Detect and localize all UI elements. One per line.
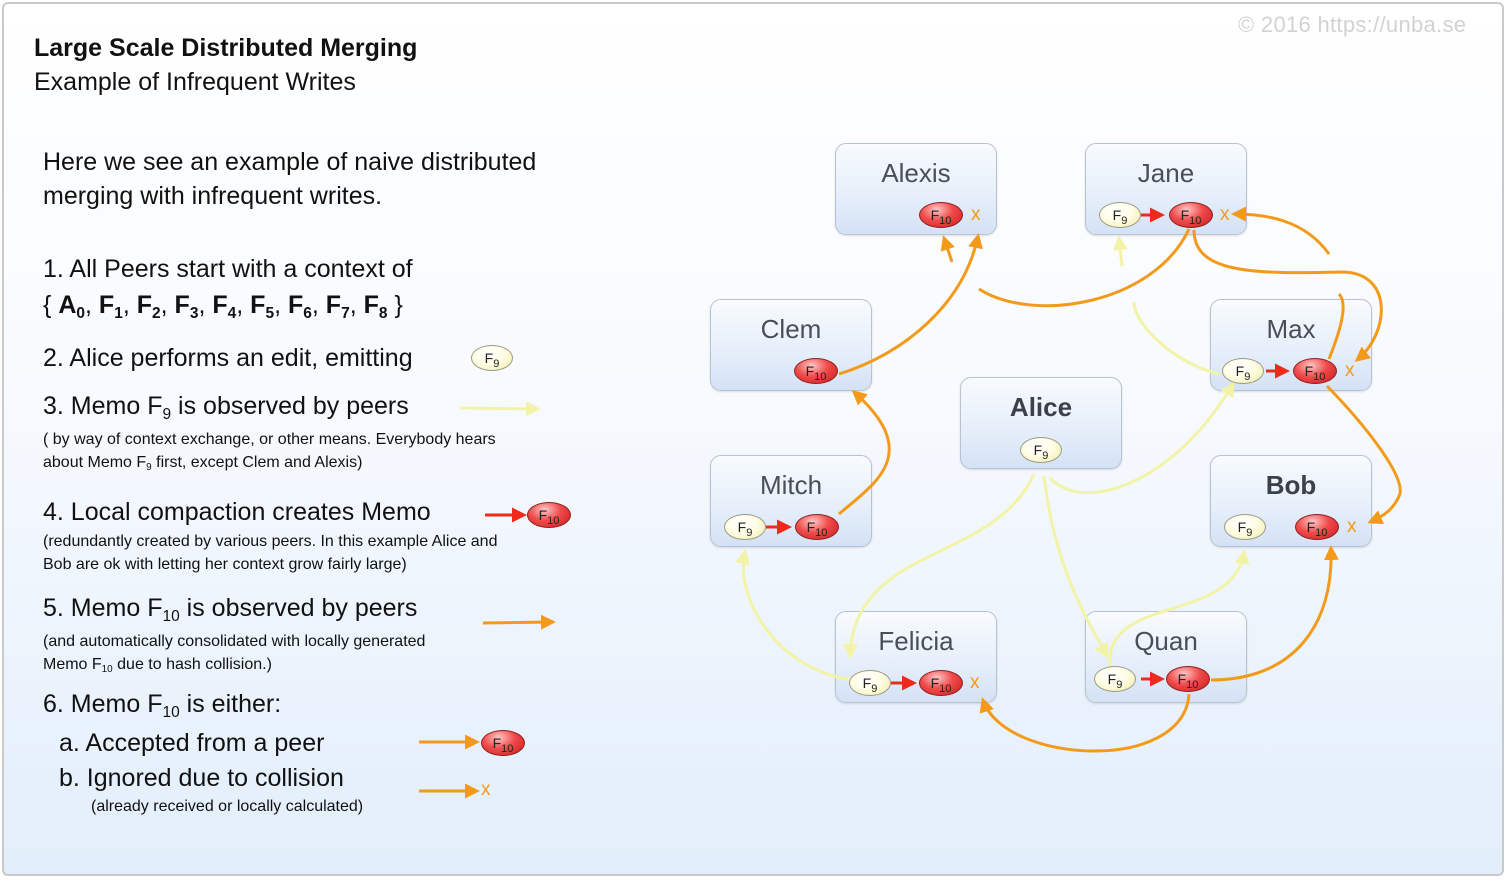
step-3-text: 3. Memo F9 is observed by peers: [43, 392, 409, 423]
peer-name: Bob: [1265, 470, 1317, 500]
step-6b-note: (already received or locally calculated): [91, 798, 364, 815]
peer-name: Felicia: [878, 626, 954, 656]
f9-arrow-max-to-jane: [1132, 301, 1221, 376]
f9-arrow-into-jane: [1112, 235, 1128, 267]
legend-ignored-mark: x: [481, 779, 491, 800]
legend-memo-f9: F9: [471, 345, 513, 371]
f9-arrow-felicia-to-mitch: [735, 549, 857, 682]
peer-name: Alice: [1009, 392, 1073, 422]
peer-clem: Clem: [710, 299, 872, 391]
f10-arrow-clem-to-alexis: [838, 233, 983, 376]
peer-name: Mitch: [759, 470, 823, 500]
f9-arrow-alice-to-felicia: [842, 473, 1036, 659]
memo-f10-clem: F10: [794, 358, 838, 384]
context-open-brace: {: [43, 291, 52, 319]
memo-f9-alice: F9: [1020, 437, 1062, 463]
legend-f10-arrow: [482, 614, 556, 630]
memo-f10-mitch: F10: [795, 514, 839, 540]
f10-arrow-quan-to-bob: [1210, 545, 1339, 682]
peer-name: Alexis: [881, 158, 951, 188]
intro-line-2: merging with infrequent writes.: [43, 182, 383, 210]
peer-name: Clem: [760, 314, 822, 344]
f9-arrow-alice-to-quan: [1042, 475, 1109, 659]
peer-name: Quan: [1134, 626, 1198, 656]
flow-arrows: [419, 4, 1402, 799]
f9-arrow-quan-to-bob: [1108, 549, 1250, 667]
step-5-note-2: Memo F10 due to hash collision.): [43, 656, 272, 676]
memo-f10-felicia: F10: [919, 670, 963, 696]
ignored-mark-max: x: [1345, 360, 1355, 381]
peer-name: Jane: [1137, 158, 1195, 188]
memo-f9-mitch: F9: [724, 514, 766, 540]
step-6-text: 6. Memo F10 is either:: [43, 690, 282, 721]
peer-alice: Alice: [960, 377, 1122, 469]
intro-line-1: Here we see an example of naive distribu…: [43, 148, 537, 176]
legend-memo-f10: F10: [527, 502, 571, 528]
step-6a-text: a. Accepted from a peer: [59, 729, 325, 757]
memo-f9-quan: F9: [1094, 666, 1136, 692]
memo-f10-alexis: F10: [919, 202, 963, 228]
step-4-note-2: Bob are ok with letting her context grow…: [43, 556, 407, 573]
f10-arrow-jane-to-max: [1192, 229, 1383, 362]
memo-f10-max: F10: [1293, 358, 1337, 384]
step-2-text: 2. Alice performs an edit, emitting: [43, 344, 413, 372]
f10-arrow-mitch-to-clem: [838, 390, 891, 516]
f9-arrow-alice-to-max: [1048, 381, 1235, 495]
step-5-note-1: (and automatically consolidated with loc…: [43, 633, 426, 650]
f10-arrow-into-alexis: [940, 235, 955, 263]
copyright-notice: © 2016 https://unba.se: [1238, 12, 1467, 37]
page-subtitle: Example of Infrequent Writes: [34, 68, 356, 96]
ignored-mark-bob: x: [1347, 516, 1357, 537]
step-3-note-1: ( by way of context exchange, or other m…: [43, 431, 496, 448]
step-4-text: 4. Local compaction creates Memo: [43, 498, 431, 526]
step-1-text: 1. All Peers start with a context of: [43, 255, 413, 283]
step-6b-text: b. Ignored due to collision: [59, 764, 344, 792]
memo-f9-felicia: F9: [849, 670, 891, 696]
f10-arrow-max-to-bob: [1325, 384, 1402, 525]
step-4-note-1: (redundantly created by various peers. I…: [43, 533, 498, 550]
f10-arrow-quan-to-felicia: [979, 693, 1191, 753]
page-title: Large Scale Distributed Merging: [34, 34, 418, 62]
step-5-text: 5. Memo F10 is observed by peers: [43, 594, 418, 625]
step-1-context: { A0, F1, F2, F3, F4, F5, F6, F7, F8 }: [43, 291, 403, 322]
memo-f10-bob: F10: [1295, 514, 1339, 540]
memo-f9-max: F9: [1222, 358, 1264, 384]
peer-name: Max: [1266, 314, 1316, 344]
memo-f9-bob: F9: [1224, 514, 1266, 540]
ignored-mark-jane: x: [1220, 204, 1230, 225]
memo-f10-quan: F10: [1166, 666, 1210, 692]
context-close-brace: }: [394, 291, 403, 319]
ignored-mark-felicia: x: [970, 672, 980, 693]
peer-alexis: Alexis: [835, 143, 997, 235]
memo-f9-jane: F9: [1099, 202, 1141, 228]
memo-f10-jane: F10: [1169, 202, 1213, 228]
legend-memo-f10-accepted: F10: [481, 730, 525, 756]
ignored-mark-alexis: x: [971, 204, 981, 225]
step-3-note-2: about Memo F9 first, except Clem and Ale…: [43, 454, 363, 474]
f10-arrow-max-to-jane: [1234, 214, 1345, 360]
f10-arrow-jane-to-alexis: [978, 228, 1191, 308]
legend-f9-arrow: [459, 401, 541, 417]
peer-quan: Quan: [1085, 611, 1247, 703]
